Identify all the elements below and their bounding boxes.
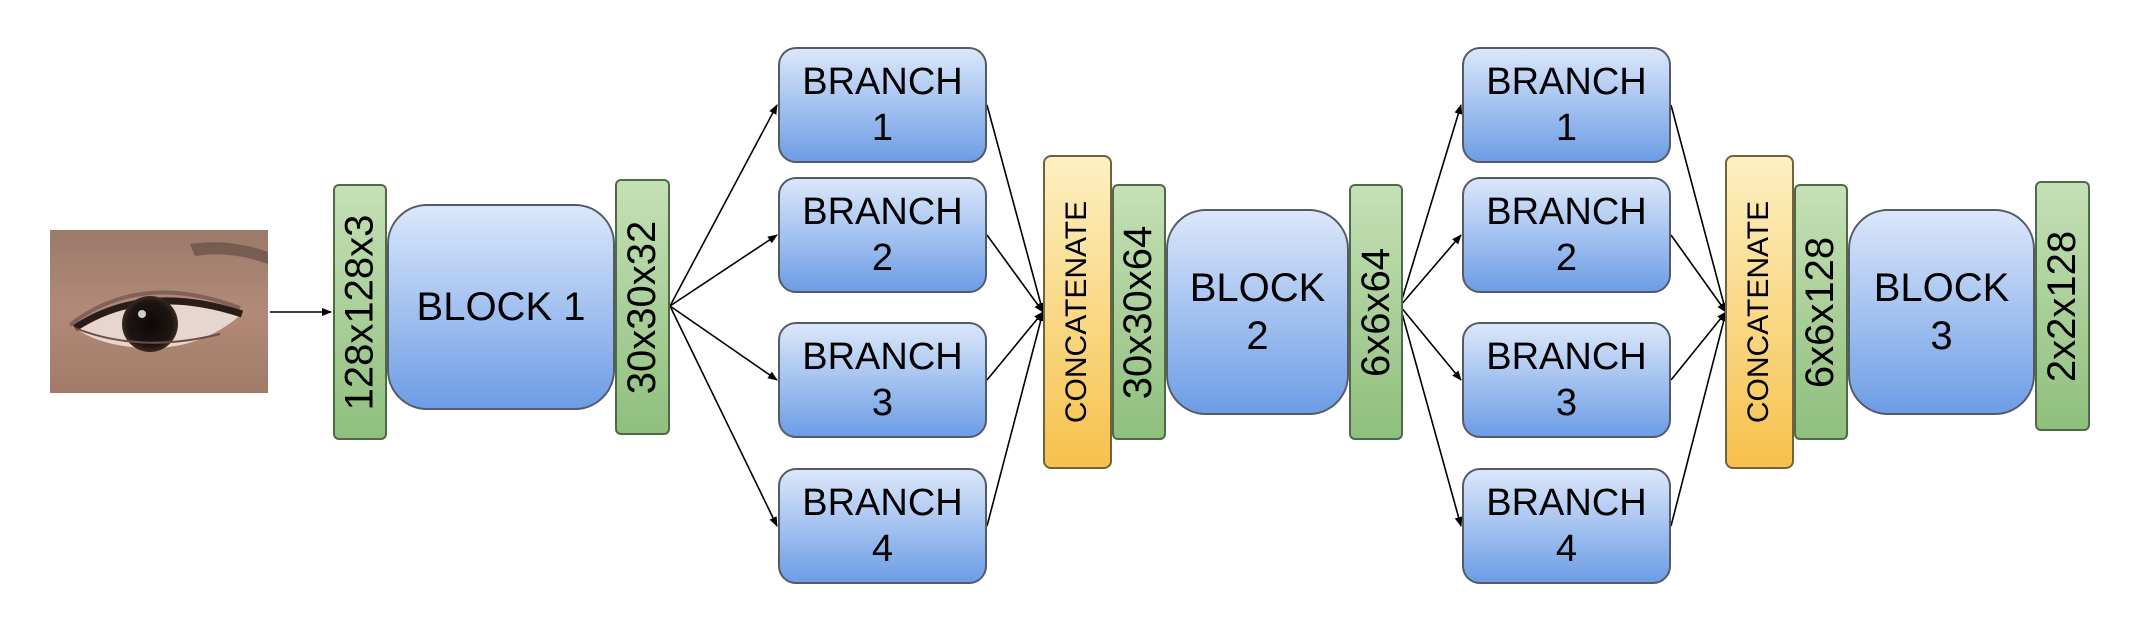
tensor-concat1-output-label: 30x30x64: [1116, 225, 1161, 399]
tensor-concat1-output: 30x30x64: [1112, 184, 1166, 440]
branch-number: 1: [871, 107, 894, 149]
arrow-merge-2b: [1670, 234, 1727, 313]
branch-number: 4: [871, 528, 894, 570]
branch-word: BRANCH: [802, 336, 963, 378]
branch-number: 4: [1555, 528, 1578, 570]
branch-word: BRANCH: [802, 482, 963, 524]
concatenate-2-label: CONCATENATE: [1742, 200, 1776, 424]
concatenate-1-label: CONCATENATE: [1060, 200, 1094, 424]
arrow-merge-1a: [986, 104, 1045, 313]
arrow-merge-3b: [1670, 311, 1727, 381]
tensor-block2-output-label: 6x6x64: [1353, 247, 1398, 377]
tensor-input-label: 128x128x3: [337, 214, 382, 410]
block-3-number: 3: [1930, 314, 1953, 358]
branch-word: BRANCH: [1486, 61, 1647, 103]
arrow-split-3b: [1399, 305, 1462, 381]
tensor-concat2-output-label: 6x6x128: [1798, 236, 1843, 388]
arrow-split-4a: [669, 305, 778, 527]
concatenate-2: CONCATENATE: [1725, 155, 1794, 469]
branch-number: 3: [1555, 382, 1578, 424]
tensor-final-output-label: 2x2x128: [2040, 230, 2085, 382]
tensor-block1-output-label: 30x30x32: [620, 220, 665, 394]
branch-number: 2: [871, 237, 894, 279]
arrow-merge-4b: [1670, 311, 1728, 527]
branch-number: 2: [1555, 237, 1578, 279]
tensor-block2-output: 6x6x64: [1349, 184, 1403, 440]
branch-word: BRANCH: [1486, 191, 1647, 233]
branch-number: 1: [1555, 107, 1578, 149]
arrow-merge-2a: [986, 234, 1044, 313]
branch-word: BRANCH: [802, 61, 963, 103]
branch-word: BRANCH: [1486, 482, 1647, 524]
tensor-input-shape: 128x128x3: [333, 184, 387, 440]
arrow-split-3a: [669, 305, 778, 381]
arrow-merge-4a: [986, 311, 1045, 527]
tensor-final-output: 2x2x128: [2035, 181, 2090, 431]
block-1-label: BLOCK 1: [416, 285, 586, 329]
branch-word: BRANCH: [1486, 336, 1647, 378]
eye-photo: [50, 230, 268, 393]
arrow-merge-3a: [986, 311, 1044, 381]
arrow-split-2a: [669, 234, 778, 307]
arrow-split-2b: [1399, 234, 1462, 307]
block-2-number: 2: [1246, 314, 1269, 358]
tensor-concat2-output: 6x6x128: [1794, 184, 1848, 440]
block-2-word: BLOCK: [1189, 266, 1326, 310]
block-1: BLOCK 1: [387, 204, 615, 410]
branch-number: 3: [871, 382, 894, 424]
concatenate-1: CONCATENATE: [1043, 155, 1112, 469]
branch-word: BRANCH: [802, 191, 963, 233]
tensor-block1-output: 30x30x32: [615, 179, 670, 435]
arrow-split-1a: [669, 104, 778, 307]
arrow-split-4b: [1399, 305, 1463, 527]
arrow-merge-1b: [1670, 104, 1728, 313]
arrow-split-1b: [1399, 104, 1463, 307]
block-3-word: BLOCK: [1873, 266, 2010, 310]
